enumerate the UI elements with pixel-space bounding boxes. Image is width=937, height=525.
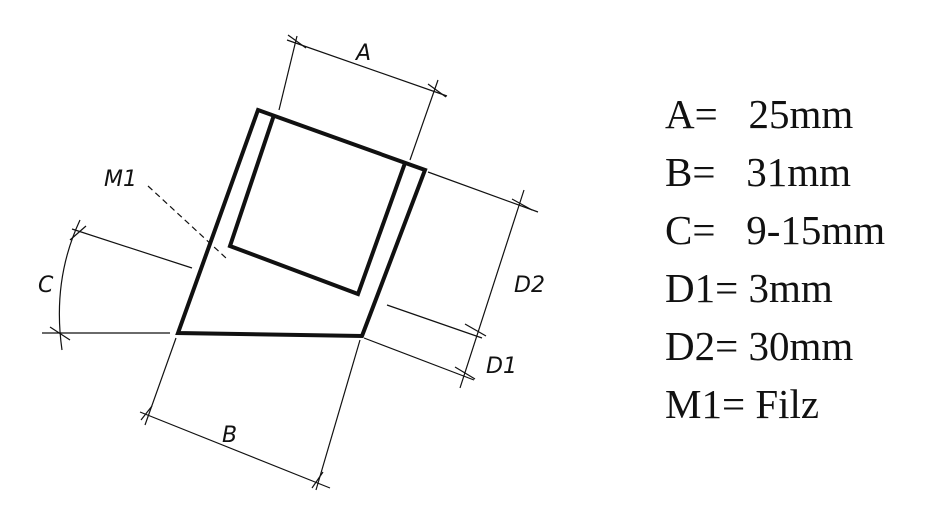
m1-leader: [147, 185, 227, 259]
label-a: A: [354, 41, 371, 66]
spec-m1: M1= Filz: [665, 381, 820, 427]
dimension-a: [278, 34, 448, 161]
spec-d1: D1= 3mm: [665, 265, 833, 311]
label-b: B: [222, 423, 237, 448]
label-m1: M1: [104, 167, 137, 192]
spec-c: C= 9-15mm: [665, 207, 886, 253]
label-d1: D1: [486, 354, 517, 379]
spec-a: A= 25mm: [665, 91, 854, 137]
dimension-b: [139, 337, 361, 491]
outer-profile: [175, 107, 428, 339]
inner-profile: [227, 114, 407, 297]
label-c: C: [38, 273, 54, 298]
dimension-c: [42, 219, 193, 351]
spec-b: B= 31mm: [665, 149, 852, 195]
spec-d2: D2= 30mm: [665, 323, 854, 369]
label-d2: D2: [514, 273, 545, 298]
dimension-d: [363, 171, 539, 389]
